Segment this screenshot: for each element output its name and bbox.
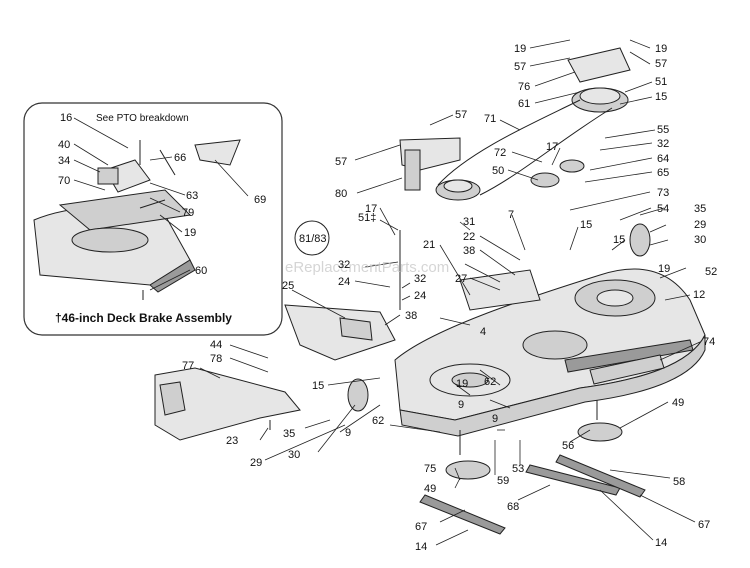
part-label-29: 29	[250, 457, 262, 469]
inset-label-19: 19	[184, 227, 196, 239]
part-label-44: 44	[210, 339, 222, 351]
part-label-78: 78	[210, 353, 222, 365]
part-label-56: 56	[562, 440, 574, 452]
part-label-35: 35	[283, 428, 295, 440]
inset-label-70: 70	[58, 175, 70, 187]
part-label-49: 49	[424, 483, 436, 495]
part-label-17: 17	[365, 203, 377, 215]
part-label-23: 23	[226, 435, 238, 447]
inset-label-40: 40	[58, 139, 70, 151]
part-label-7: 7	[508, 209, 514, 221]
part-label-57: 57	[335, 156, 347, 168]
part-label-21: 21	[423, 239, 435, 251]
part-label-68: 68	[507, 501, 519, 513]
part-label-51: 51‡	[358, 212, 376, 224]
part-label-67: 67	[415, 521, 427, 533]
part-label-74: 74	[703, 336, 715, 348]
part-label-22: 22	[463, 231, 475, 243]
part-label-54: 54	[657, 203, 669, 215]
part-label-19: 19	[658, 263, 670, 275]
part-label-32: 32	[414, 273, 426, 285]
part-label-62: 62	[372, 415, 384, 427]
part-label-67: 67	[698, 519, 710, 531]
part-label-51: 51	[655, 76, 667, 88]
part-label-19: 19	[655, 43, 667, 55]
part-label-53: 53	[512, 463, 524, 475]
part-label-32: 32	[338, 259, 350, 271]
part-label-64: 64	[657, 153, 669, 165]
brake-assembly-inset: 16 See PTO breakdown 40 34 70 66 63 79 1…	[23, 102, 283, 336]
part-label-59: 59	[497, 475, 509, 487]
part-label-9: 9	[492, 413, 498, 425]
part-labels: 19 19 57 57 76 51 61 15 57 71 57 80 55 3…	[182, 43, 717, 553]
inset-title: †46-inch Deck Brake Assembly	[55, 311, 232, 325]
deck-housing	[154, 47, 706, 535]
part-label-38: 38	[463, 245, 475, 257]
part-label-19: 19	[514, 43, 526, 55]
part-label-30: 30	[288, 449, 300, 461]
part-label-17: 17	[546, 141, 558, 153]
part-label-58: 58	[673, 476, 685, 488]
part-label-9: 9	[458, 399, 464, 411]
pto-breakdown-note: See PTO breakdown	[96, 113, 189, 124]
part-label-57: 57	[455, 109, 467, 121]
part-label-75: 75	[424, 463, 436, 475]
part-label-62: 62	[484, 376, 496, 388]
part-label-19: 19	[456, 378, 468, 390]
part-label-73: 73	[657, 187, 669, 199]
inset-label-66: 66	[174, 152, 186, 164]
part-label-80: 80	[335, 188, 347, 200]
part-label-81-83: 81/83	[299, 233, 327, 245]
part-label-72: 72	[494, 147, 506, 159]
part-label-15: 15	[613, 234, 625, 246]
part-label-49: 49	[672, 397, 684, 409]
part-label-15: 15	[655, 91, 667, 103]
inset-label-63: 63	[186, 190, 198, 202]
part-label-25: 25	[282, 280, 294, 292]
inset-label-79: 79	[182, 207, 194, 219]
part-label-15: 15	[312, 380, 324, 392]
part-label-50: 50	[492, 165, 504, 177]
part-label-35: 35	[694, 203, 706, 215]
part-label-38: 38	[405, 310, 417, 322]
part-label-61: 61	[518, 98, 530, 110]
part-label-14: 14	[655, 537, 667, 549]
inset-label-60: 60	[195, 265, 207, 277]
part-label-4: 4	[480, 326, 486, 338]
part-label-71: 71	[484, 113, 496, 125]
part-label-29: 29	[694, 219, 706, 231]
inset-label-16: 16	[60, 112, 72, 124]
part-label-14: 14	[415, 541, 427, 553]
part-label-15: 15	[580, 219, 592, 231]
part-label-65: 65	[657, 167, 669, 179]
leader-lines	[199, 39, 701, 546]
inset-label-69: 69	[254, 194, 266, 206]
part-label-52: 52	[705, 266, 717, 278]
part-label-55: 55	[657, 124, 669, 136]
part-label-30: 30	[694, 234, 706, 246]
part-label-77: 77	[182, 360, 194, 372]
part-label-76: 76	[518, 81, 530, 93]
part-label-27: 27	[455, 273, 467, 285]
part-label-57: 57	[655, 58, 667, 70]
part-label-12: 12	[693, 289, 705, 301]
part-label-31: 31	[463, 216, 475, 228]
inset-label-34: 34	[58, 155, 70, 167]
part-label-24: 24	[414, 290, 426, 302]
part-label-32: 32	[657, 138, 669, 150]
part-label-9: 9	[345, 427, 351, 439]
part-label-24: 24	[338, 276, 350, 288]
watermark: eReplacementParts.com	[285, 259, 449, 276]
part-label-57: 57	[514, 61, 526, 73]
